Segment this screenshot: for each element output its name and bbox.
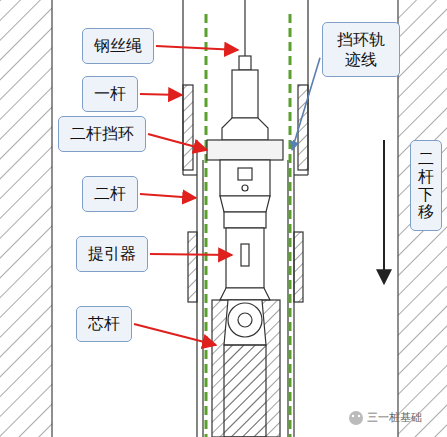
leader-arrow [292, 58, 320, 150]
callout-text: 二杆 [94, 184, 126, 203]
callout-text: 二杆下移 [418, 150, 434, 220]
ring-trajectory [206, 14, 290, 437]
downward-arrow [383, 140, 385, 282]
direction-box: 二杆下移 [410, 140, 442, 231]
callout-text: 挡环轨迹线 [334, 30, 388, 68]
callout-text: 二杆挡环 [70, 124, 134, 143]
callout-box: 钢丝绳 [82, 28, 154, 64]
callout-text: 提引器 [88, 244, 136, 263]
wire-rope [232, 0, 258, 118]
watermark-icon [349, 411, 363, 425]
core-rod [212, 300, 280, 437]
callout-box: 一杆 [82, 76, 138, 112]
callout-box: 芯杆 [76, 306, 132, 342]
borehole-wall [398, 0, 447, 437]
leader-arrow [140, 194, 196, 198]
callout-text: 钢丝绳 [94, 36, 142, 55]
callout-box: 二杆挡环 [58, 116, 146, 152]
callout-box: 二杆 [82, 176, 138, 212]
leader-arrow [140, 94, 182, 95]
leader-arrow [156, 46, 238, 50]
leader-arrow [148, 134, 207, 150]
borehole-wall [0, 0, 52, 437]
watermark: 三一桩基础 [367, 410, 422, 425]
callout-text: 芯杆 [88, 314, 120, 333]
leader-arrow [150, 254, 232, 255]
callout-text: 一杆 [94, 84, 126, 103]
leader-arrow [134, 324, 216, 345]
wall-line [51, 0, 52, 437]
callout-box: 提引器 [76, 236, 148, 272]
callout-box: 挡环轨迹线 [322, 22, 400, 77]
lifter [207, 118, 283, 300]
